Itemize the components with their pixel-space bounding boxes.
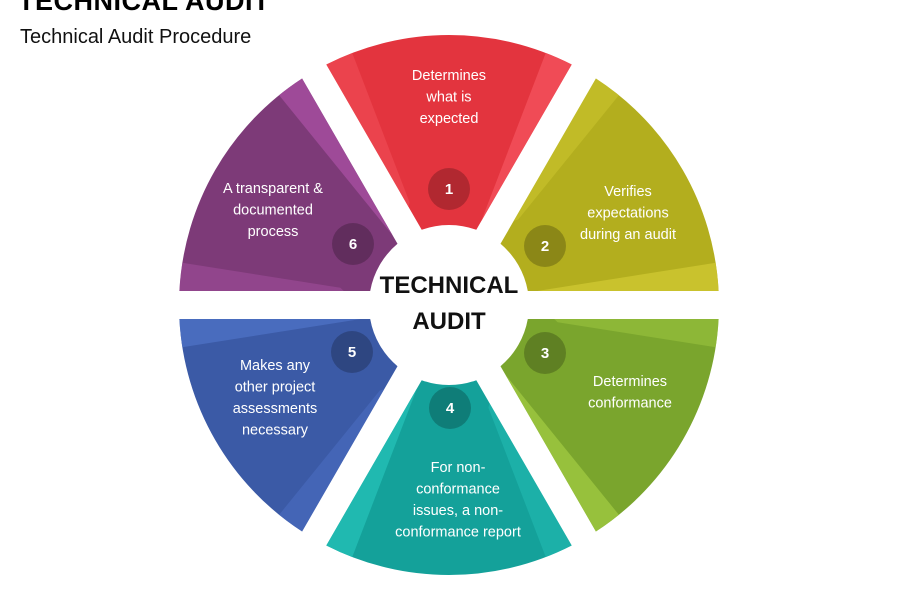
step-5-text-line-1: Makes any [240,358,311,374]
step-segment-6: 6 A transparent & documented process [179,78,398,291]
page-title: TECHNICAL AUDIT [18,0,270,16]
step-4-text-line-2: conformance [416,482,500,498]
step-badge-5 [331,331,373,373]
segment-shade-6-2 [266,78,394,236]
step-segment-2: 2 Verifies expectations during an audit [500,78,719,291]
segment-shade-3-1 [539,319,719,351]
step-4-text-line-1: For non- [431,460,486,476]
step-6-text-line-2: documented [233,203,313,219]
step-3-text-line-1: Determines [593,374,667,390]
center-title-line-2: AUDIT [412,308,486,335]
step-4-text-line-3: issues, a non- [413,503,503,519]
step-badge-4 [429,387,471,429]
step-4-text-line-4: conformance report [395,525,521,541]
segment-shape-6 [179,78,398,291]
segment-shade-2-2 [537,259,719,291]
page-subtitle: Technical Audit Procedure [20,26,252,48]
step-badge-3 [524,332,566,374]
step-1-text-line-2: what is [425,90,471,106]
step-5-text-line-2: other project [235,380,316,396]
step-5-text-line-3: assessments [233,401,318,417]
step-badge-6 [332,223,374,265]
step-badge-2 [524,225,566,267]
segment-shape-3 [500,319,719,532]
center-title-line-1: TECHNICAL [380,272,519,299]
segment-shape-5 [179,319,398,532]
segment-shade-6-1 [179,259,359,291]
step-number-5: 5 [348,344,356,361]
segment-shape-1 [326,35,572,230]
step-6-text-line-3: process [248,224,299,240]
segment-shade-3-2 [504,374,632,532]
step-5-text-line-4: necessary [242,423,309,439]
step-number-4: 4 [446,400,455,417]
step-2-text-line-1: Verifies [604,184,652,200]
segment-shape-4 [326,380,572,575]
step-1-text-line-1: Determines [412,68,486,84]
step-badge-1 [428,168,470,210]
step-number-2: 2 [541,238,549,255]
step-6-text-line-1: A transparent & [223,181,323,197]
step-number-1: 1 [445,181,453,198]
step-number-3: 3 [541,345,549,362]
step-number-6: 6 [349,236,357,253]
segment-shape-2 [500,78,719,291]
step-1-text-line-3: expected [420,111,479,127]
step-3-text-line-2: conformance [588,396,672,412]
step-2-text-line-3: during an audit [580,227,676,243]
step-2-text-line-2: expectations [587,206,668,222]
segment-shade-5-2 [179,319,361,351]
